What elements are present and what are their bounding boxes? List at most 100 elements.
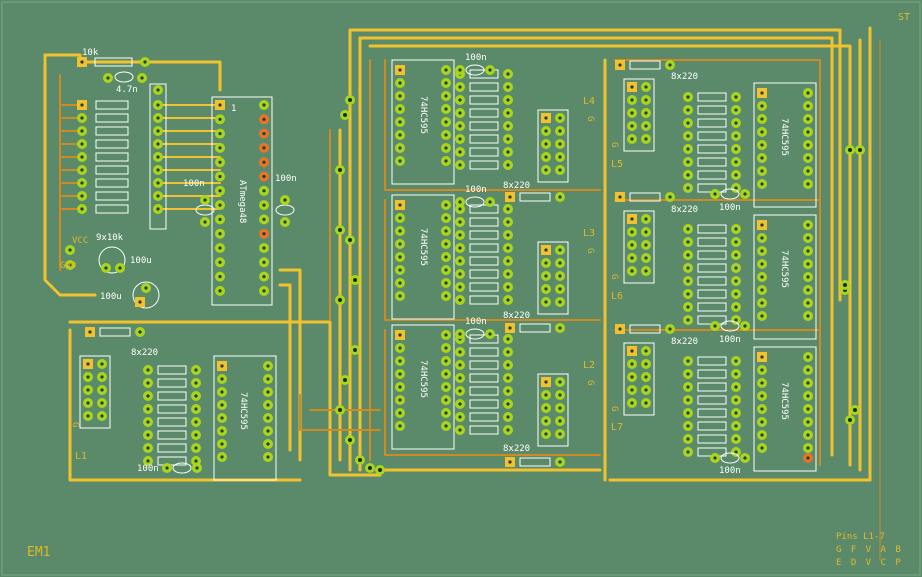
- driver-series-resistor: [629, 192, 661, 202]
- l2-g-label: G: [585, 380, 595, 385]
- driver-series-resistor: [519, 457, 551, 467]
- driver-pin-right-hole: [806, 288, 810, 292]
- driver-cap-pad-2-hole: [743, 456, 747, 460]
- driver-ic-outline: [753, 214, 817, 340]
- driver-pin-left-hole: [398, 120, 402, 124]
- driver-pin-left-hole: [398, 294, 402, 298]
- driver-pin-right-hole: [444, 146, 448, 150]
- driver-pin-left-hole: [760, 91, 764, 95]
- resistor-pad-a-hole: [458, 124, 462, 128]
- l6-g-label: G: [609, 274, 619, 279]
- l4-cap-label: 100n: [465, 53, 487, 63]
- rn8x220-pad-a-hole: [630, 111, 634, 115]
- segment-resistor: [469, 134, 499, 144]
- segment-resistor: [469, 399, 499, 409]
- resistor-pad-a-hole: [458, 402, 462, 406]
- resistor-pad-a-hole: [458, 220, 462, 224]
- via-hole: [348, 238, 352, 242]
- rn-pad-left-hole: [80, 142, 84, 146]
- gnd-label: GND: [60, 261, 76, 271]
- l5-chip-label: 74HC595: [779, 118, 789, 156]
- resistor-pad-a-hole: [458, 350, 462, 354]
- driver-pin-right-hole: [444, 255, 448, 259]
- segment-resistor: [697, 289, 727, 299]
- rn-pad-right-hole: [156, 207, 160, 211]
- driver-pin-right-hole: [444, 133, 448, 137]
- segment-resistor: [469, 243, 499, 253]
- driver-series-resistor: [519, 192, 551, 202]
- rn9x10k-label: 9x10k: [96, 233, 124, 243]
- rn8x220-pad-b-hole: [558, 248, 562, 252]
- segment-resistor: [469, 295, 499, 305]
- driver-pin-right-hole: [444, 94, 448, 98]
- rn8x220-pad-a-hole: [544, 406, 548, 410]
- driver-cap-outline: [465, 64, 485, 76]
- rn-pad-left-hole: [80, 194, 84, 198]
- rn-pad-right-hole: [156, 142, 160, 146]
- driver-cap-pad-2-hole: [488, 200, 492, 204]
- resistor-pad-b-hole: [506, 72, 510, 76]
- segment-resistor: [697, 395, 727, 405]
- rn8x220-outline: [623, 210, 655, 284]
- via-hole: [853, 408, 857, 412]
- driver-pin-left-hole: [398, 372, 402, 376]
- mcu-pin-right-hole: [262, 260, 266, 264]
- c100u-b-outline: [132, 281, 160, 309]
- rn8x220-pad-b-hole: [644, 217, 648, 221]
- c100n-mcu-left-label: 100n: [183, 179, 205, 189]
- driver-cap-outline: [465, 328, 485, 340]
- resistor-pad-b-hole: [506, 272, 510, 276]
- rn-pad-left-hole: [80, 181, 84, 185]
- rn-pad-right-hole: [156, 181, 160, 185]
- driver-series-pad-1-hole: [88, 330, 92, 334]
- resistor-pad-b-hole: [734, 134, 738, 138]
- resistor-pad-b-hole: [506, 376, 510, 380]
- rn8x220-pad-a-hole: [630, 269, 634, 273]
- rn-pad-right-hole: [156, 168, 160, 172]
- rn8x220-pad-b-hole: [558, 432, 562, 436]
- segment-resistor: [469, 217, 499, 227]
- mcu-pin-left-hole: [218, 246, 222, 250]
- resistor-pad-b-hole: [506, 85, 510, 89]
- resistor-pad-a-hole: [686, 359, 690, 363]
- driver-pin-left-hole: [220, 455, 224, 459]
- driver-pin-left-hole: [220, 390, 224, 394]
- rn8x220-outline: [623, 342, 655, 416]
- driver-pin-left-hole: [220, 403, 224, 407]
- resistor-pad-b-hole: [194, 433, 198, 437]
- resistor-pad-a-hole: [686, 173, 690, 177]
- resistor-pad-b-hole: [734, 227, 738, 231]
- driver-cap-outline: [465, 196, 485, 208]
- rn8x220-pad-a-hole: [86, 375, 90, 379]
- driver-pin-right-hole: [444, 81, 448, 85]
- l2-chip-label: 74HC595: [418, 360, 428, 398]
- rn8x220-pad-a-hole: [630, 349, 634, 353]
- resistor-pad-a-hole: [686, 266, 690, 270]
- rn8x220-pad-b-hole: [644, 137, 648, 141]
- rn8x220-pad-b-hole: [644, 349, 648, 353]
- resistor-pad-b-hole: [734, 186, 738, 190]
- trace-top-bus-1: [348, 28, 842, 302]
- via-hole: [338, 298, 342, 302]
- pins-row1: G F V A B: [836, 545, 903, 555]
- resistor-pad-a-hole: [458, 233, 462, 237]
- driver-pin-left-hole: [760, 249, 764, 253]
- segment-resistor: [697, 250, 727, 260]
- resistor-pad-a-hole: [458, 259, 462, 263]
- segment-resistor: [469, 230, 499, 240]
- driver-pin-right-hole: [806, 156, 810, 160]
- driver-pin-left-hole: [760, 130, 764, 134]
- segment-resistor: [697, 408, 727, 418]
- c100u-a-pad-1-hole: [104, 266, 108, 270]
- driver-pin-left-hole: [398, 359, 402, 363]
- l6-chip-label: 74HC595: [779, 250, 789, 288]
- r10k-pad-1-hole: [80, 60, 84, 64]
- driver-pin-left-hole: [760, 275, 764, 279]
- l7-cap-label: 100n: [719, 466, 741, 476]
- c100n-mcu-r-pad-2-hole: [283, 220, 287, 224]
- via-hole: [378, 468, 382, 472]
- rn8x220-pad-a-hole: [630, 243, 634, 247]
- driver-pin-right-hole: [444, 120, 448, 124]
- resistor-pad-a-hole: [686, 424, 690, 428]
- driver-pin-left-hole: [220, 377, 224, 381]
